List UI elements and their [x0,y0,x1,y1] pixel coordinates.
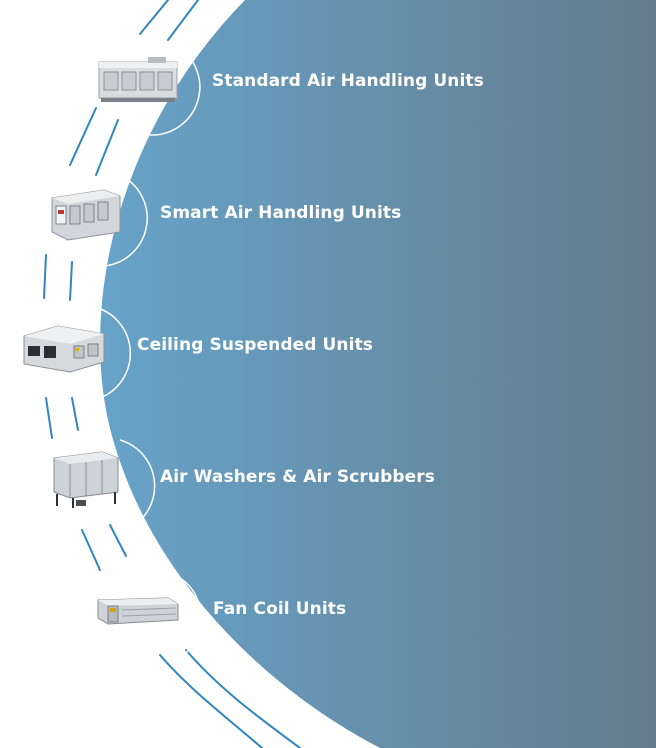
product-label: Standard Air Handling Units [212,69,484,93]
product-label: Ceiling Suspended Units [137,333,373,357]
product-item-smart-ahu[interactable]: Smart Air Handling Units [0,169,656,259]
smart-ahu-icon [46,184,126,244]
product-label: Air Washers & Air Scrubbers [160,465,435,489]
product-label: Fan Coil Units [213,597,346,621]
product-item-fan-coil[interactable]: Fan Coil Units [0,565,656,655]
product-item-ceiling-suspended[interactable]: Ceiling Suspended Units [0,301,656,391]
product-label: Smart Air Handling Units [160,201,401,225]
ceiling-unit-icon [22,316,106,376]
ahu-cabinet-icon [96,52,182,112]
product-item-standard-ahu[interactable]: Standard Air Handling Units [0,37,656,127]
fan-coil-icon [96,580,180,640]
air-washer-icon [50,448,122,512]
product-item-air-washers[interactable]: Air Washers & Air Scrubbers [0,433,656,523]
